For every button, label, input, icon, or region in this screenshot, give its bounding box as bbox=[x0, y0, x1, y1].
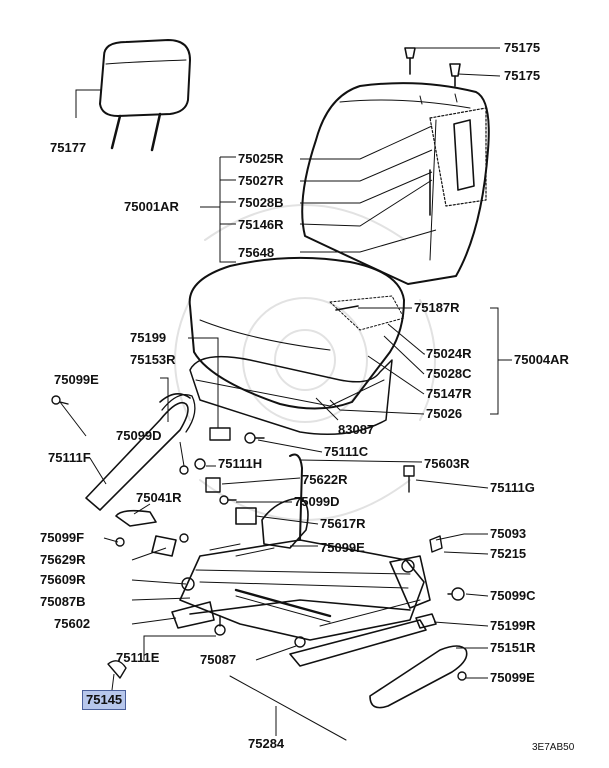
part-label-75177[interactable]: 75177 bbox=[50, 140, 87, 155]
part-label-75175-b[interactable]: 75175 bbox=[504, 68, 541, 83]
part-label-75187R[interactable]: 75187R bbox=[414, 300, 460, 315]
side-covers bbox=[369, 613, 468, 709]
part-label-75099E-c[interactable]: 75099E bbox=[490, 670, 535, 685]
part-label-75199[interactable]: 75199 bbox=[130, 330, 167, 345]
part-label-75099E-b[interactable]: 75099E bbox=[320, 540, 365, 555]
part-label-75028B[interactable]: 75028B bbox=[238, 195, 284, 210]
seat-slide-rails bbox=[171, 539, 431, 667]
part-label-75629R[interactable]: 75629R bbox=[40, 552, 86, 567]
part-label-75151R[interactable]: 75151R bbox=[490, 640, 536, 655]
part-label-75199R[interactable]: 75199R bbox=[490, 618, 536, 633]
part-label-75617R[interactable]: 75617R bbox=[320, 516, 366, 531]
part-label-75602[interactable]: 75602 bbox=[54, 616, 91, 631]
part-label-75004AR[interactable]: 75004AR bbox=[514, 352, 569, 367]
part-label-75111E[interactable]: 75111E bbox=[116, 650, 160, 665]
part-label-75099D-a[interactable]: 75099D bbox=[116, 428, 162, 443]
part-label-75099E-a[interactable]: 75099E bbox=[54, 372, 99, 387]
headrest bbox=[99, 39, 191, 152]
part-label-75622R[interactable]: 75622R bbox=[302, 472, 348, 487]
recliner-lever bbox=[115, 509, 177, 557]
part-label-75111H[interactable]: 75111H bbox=[218, 456, 263, 471]
part-label-75175-a[interactable]: 75175 bbox=[504, 40, 541, 55]
part-label-75028C[interactable]: 75028C bbox=[426, 366, 472, 381]
part-label-75001AR[interactable]: 75001AR bbox=[124, 199, 179, 214]
part-label-75111C[interactable]: 75111C bbox=[324, 444, 369, 459]
part-label-75609R[interactable]: 75609R bbox=[40, 572, 86, 587]
part-label-75087[interactable]: 75087 bbox=[200, 652, 237, 667]
headrest-guides bbox=[404, 47, 461, 87]
part-label-75026[interactable]: 75026 bbox=[426, 406, 463, 421]
part-label-75111G[interactable]: 75111G bbox=[490, 480, 535, 495]
part-label-83087[interactable]: 83087 bbox=[338, 422, 375, 437]
part-label-75111F[interactable]: 75111F bbox=[48, 450, 91, 465]
part-label-75027R[interactable]: 75027R bbox=[238, 173, 284, 188]
diagram-code: 3E7AB50 bbox=[532, 742, 575, 753]
part-label-75024R[interactable]: 75024R bbox=[426, 346, 472, 361]
part-label-75648[interactable]: 75648 bbox=[238, 245, 275, 260]
part-label-75146R[interactable]: 75146R bbox=[238, 217, 284, 232]
part-label-75153R[interactable]: 75153R bbox=[130, 352, 176, 367]
fasteners bbox=[51, 395, 467, 681]
part-label-75215[interactable]: 75215 bbox=[490, 546, 527, 561]
part-label-75603R[interactable]: 75603R bbox=[424, 456, 470, 471]
part-label-75284[interactable]: 75284 bbox=[248, 736, 285, 751]
part-label-75145-highlighted[interactable]: 75145 bbox=[82, 690, 127, 710]
part-label-75099F[interactable]: 75099F bbox=[40, 530, 85, 545]
part-label-75041R[interactable]: 75041R bbox=[136, 490, 182, 505]
wire-75284 bbox=[229, 675, 347, 741]
part-label-75087B[interactable]: 75087B bbox=[40, 594, 86, 609]
seat-back bbox=[301, 82, 490, 285]
seat-cushion bbox=[188, 256, 405, 436]
part-label-75093[interactable]: 75093 bbox=[490, 526, 527, 541]
part-label-75099C[interactable]: 75099C bbox=[490, 588, 536, 603]
leader-lines bbox=[59, 47, 512, 736]
part-label-75099D-b[interactable]: 75099D bbox=[294, 494, 340, 509]
part-label-75025R[interactable]: 75025R bbox=[238, 151, 284, 166]
recliner-mechanism bbox=[235, 453, 309, 549]
watermark-logo bbox=[174, 204, 436, 521]
part-label-75147R[interactable]: 75147R bbox=[426, 386, 472, 401]
